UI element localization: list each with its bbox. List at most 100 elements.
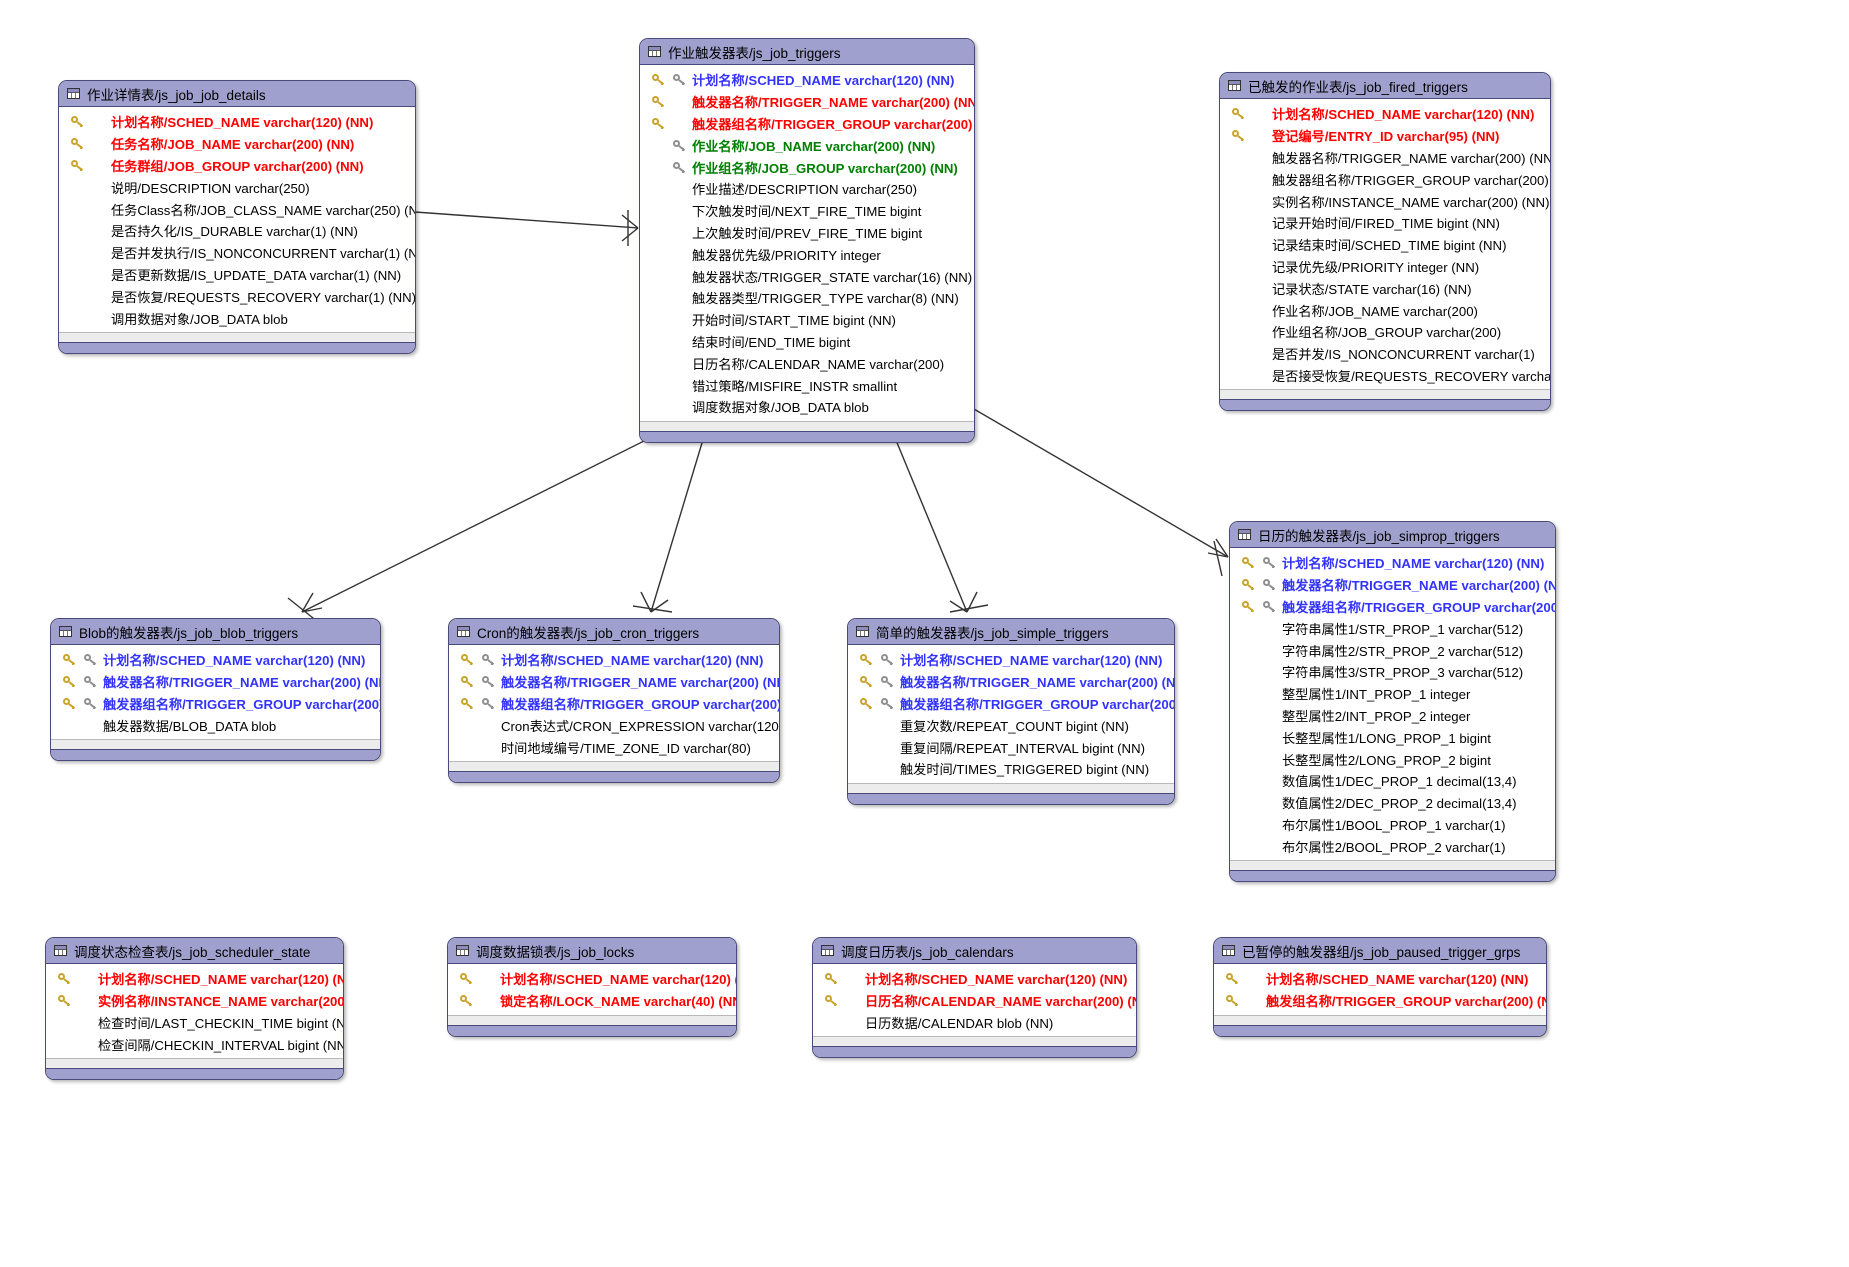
attribute-row[interactable]: 是否并发执行/IS_NONCONCURRENT varchar(1) (NN) [59, 242, 415, 264]
attribute-row[interactable]: 锁定名称/LOCK_NAME varchar(40) (NN) [448, 990, 736, 1012]
attribute-row[interactable]: 字符串属性2/STR_PROP_2 varchar(512) [1230, 639, 1555, 661]
entity-js_job_job_details[interactable]: 作业详情表/js_job_job_details 计划名称/SCHED_NAME … [58, 80, 416, 354]
entity-header-js_job_blob_triggers[interactable]: Blob的触发器表/js_job_blob_triggers [51, 619, 380, 645]
attribute-row[interactable]: 计划名称/SCHED_NAME varchar(120) (NN) [51, 649, 380, 671]
relationship-triggers-to-simple[interactable] [892, 432, 989, 613]
entity-header-js_job_simple_triggers[interactable]: 简单的触发器表/js_job_simple_triggers [848, 619, 1174, 645]
attribute-row[interactable]: 作业名称/JOB_NAME varchar(200) (NN) [640, 134, 974, 156]
attribute-row[interactable]: 字符串属性3/STR_PROP_3 varchar(512) [1230, 661, 1555, 683]
entity-js_job_simprop_triggers[interactable]: 日历的触发器表/js_job_simprop_triggers 计划名称/SCHE… [1229, 521, 1556, 883]
attribute-row[interactable]: 下次触发时间/NEXT_FIRE_TIME bigint [640, 200, 974, 222]
attribute-row[interactable]: 任务Class名称/JOB_CLASS_NAME varchar(250) (N… [59, 198, 415, 220]
attribute-row[interactable]: 记录优先级/PRIORITY integer (NN) [1220, 256, 1550, 278]
entity-js_job_scheduler_state[interactable]: 调度状态检查表/js_job_scheduler_state 计划名称/SCHED… [45, 937, 344, 1081]
attribute-row[interactable]: 记录状态/STATE varchar(16) (NN) [1220, 277, 1550, 299]
attribute-row[interactable]: 计划名称/SCHED_NAME varchar(120) (NN) [813, 968, 1136, 990]
entity-js_job_locks[interactable]: 调度数据锁表/js_job_locks 计划名称/SCHED_NAME varch… [447, 937, 737, 1037]
attribute-row[interactable]: 长整型属性2/LONG_PROP_2 bigint [1230, 748, 1555, 770]
attribute-row[interactable]: 调度数据对象/JOB_DATA blob [640, 396, 974, 418]
entity-header-js_job_calendars[interactable]: 调度日历表/js_job_calendars [813, 938, 1136, 964]
attribute-row[interactable]: 记录开始时间/FIRED_TIME bigint (NN) [1220, 212, 1550, 234]
attribute-row[interactable]: 是否并发/IS_NONCONCURRENT varchar(1) [1220, 343, 1550, 365]
attribute-row[interactable]: 触发器数据/BLOB_DATA blob [51, 714, 380, 736]
attribute-row[interactable]: 字符串属性1/STR_PROP_1 varchar(512) [1230, 617, 1555, 639]
entity-header-js_job_job_details[interactable]: 作业详情表/js_job_job_details [59, 81, 415, 107]
attribute-row[interactable]: 计划名称/SCHED_NAME varchar(120) (NN) [46, 968, 343, 990]
attribute-row[interactable]: 计划名称/SCHED_NAME varchar(120) (NN) [59, 111, 415, 133]
attribute-row[interactable]: 触发器组名称/TRIGGER_GROUP varchar(200) (NN) [848, 693, 1174, 715]
attribute-row[interactable]: 上次触发时间/PREV_FIRE_TIME bigint [640, 222, 974, 244]
entity-header-js_job_scheduler_state[interactable]: 调度状态检查表/js_job_scheduler_state [46, 938, 343, 964]
entity-js_job_paused_trigger_grps[interactable]: 已暂停的触发器组/js_job_paused_trigger_grps 计划名称/… [1213, 937, 1547, 1037]
attribute-row[interactable]: 触发器组名称/TRIGGER_GROUP varchar(200) (NN) [640, 113, 974, 135]
attribute-row[interactable]: 是否恢复/REQUESTS_RECOVERY varchar(1) (NN) [59, 285, 415, 307]
attribute-row[interactable]: 登记编号/ENTRY_ID varchar(95) (NN) [1220, 125, 1550, 147]
entity-js_job_cron_triggers[interactable]: Cron的触发器表/js_job_cron_triggers 计划名称/SCHED… [448, 618, 780, 783]
relationship-triggers-to-blob[interactable] [287, 432, 661, 623]
attribute-row[interactable]: 计划名称/SCHED_NAME varchar(120) (NN) [448, 968, 736, 990]
attribute-row[interactable]: 记录结束时间/SCHED_TIME bigint (NN) [1220, 234, 1550, 256]
attribute-row[interactable]: 整型属性2/INT_PROP_2 integer [1230, 705, 1555, 727]
attribute-row[interactable]: 布尔属性1/BOOL_PROP_1 varchar(1) [1230, 814, 1555, 836]
attribute-row[interactable]: 触发器组名称/TRIGGER_GROUP varchar(200) (NN) [1230, 596, 1555, 618]
entity-header-js_job_fired_triggers[interactable]: 已触发的作业表/js_job_fired_triggers [1220, 73, 1550, 99]
attribute-row[interactable]: 说明/DESCRIPTION varchar(250) [59, 176, 415, 198]
attribute-row[interactable]: 日历数据/CALENDAR blob (NN) [813, 1012, 1136, 1034]
attribute-row[interactable]: 是否更新数据/IS_UPDATE_DATA varchar(1) (NN) [59, 264, 415, 286]
entity-js_job_blob_triggers[interactable]: Blob的触发器表/js_job_blob_triggers 计划名称/SCHED… [50, 618, 381, 762]
entity-header-js_job_paused_trigger_grps[interactable]: 已暂停的触发器组/js_job_paused_trigger_grps [1214, 938, 1546, 964]
attribute-row[interactable]: 计划名称/SCHED_NAME varchar(120) (NN) [1214, 968, 1546, 990]
attribute-row[interactable]: 重复间隔/REPEAT_INTERVAL bigint (NN) [848, 736, 1174, 758]
attribute-row[interactable]: 数值属性2/DEC_PROP_2 decimal(13,4) [1230, 792, 1555, 814]
attribute-row[interactable]: 检查时间/LAST_CHECKIN_TIME bigint (NN) [46, 1012, 343, 1034]
entity-js_job_simple_triggers[interactable]: 简单的触发器表/js_job_simple_triggers 计划名称/SCHED… [847, 618, 1175, 805]
attribute-row[interactable]: 计划名称/SCHED_NAME varchar(120) (NN) [1230, 552, 1555, 574]
attribute-row[interactable]: Cron表达式/CRON_EXPRESSION varchar(120) (NN… [449, 714, 779, 736]
entity-header-js_job_simprop_triggers[interactable]: 日历的触发器表/js_job_simprop_triggers [1230, 522, 1555, 548]
attribute-row[interactable]: 错过策略/MISFIRE_INSTR smallint [640, 374, 974, 396]
attribute-row[interactable]: 触发器名称/TRIGGER_NAME varchar(200) (NN) [1220, 147, 1550, 169]
attribute-row[interactable]: 实例名称/INSTANCE_NAME varchar(200) (NN) [1220, 190, 1550, 212]
attribute-row[interactable]: 日历名称/CALENDAR_NAME varchar(200) (NN) [813, 990, 1136, 1012]
entity-js_job_triggers[interactable]: 作业触发器表/js_job_triggers 计划名称/SCHED_NAME va… [639, 38, 975, 443]
attribute-row[interactable]: 触发器组名称/TRIGGER_GROUP varchar(200) (NN) [51, 693, 380, 715]
attribute-row[interactable]: 任务名称/JOB_NAME varchar(200) (NN) [59, 133, 415, 155]
attribute-row[interactable]: 作业组名称/JOB_GROUP varchar(200) [1220, 321, 1550, 343]
attribute-row[interactable]: 触发器优先级/PRIORITY integer [640, 243, 974, 265]
attribute-row[interactable]: 日历名称/CALENDAR_NAME varchar(200) [640, 352, 974, 374]
attribute-row[interactable]: 长整型属性1/LONG_PROP_1 bigint [1230, 726, 1555, 748]
attribute-row[interactable]: 触发器名称/TRIGGER_NAME varchar(200) (NN) [640, 91, 974, 113]
attribute-row[interactable]: 作业组名称/JOB_GROUP varchar(200) (NN) [640, 156, 974, 178]
attribute-row[interactable]: 作业名称/JOB_NAME varchar(200) [1220, 299, 1550, 321]
attribute-row[interactable]: 触发器名称/TRIGGER_NAME varchar(200) (NN) [51, 671, 380, 693]
attribute-row[interactable]: 是否持久化/IS_DURABLE varchar(1) (NN) [59, 220, 415, 242]
attribute-row[interactable]: 计划名称/SCHED_NAME varchar(120) (NN) [449, 649, 779, 671]
attribute-row[interactable]: 触发器名称/TRIGGER_NAME varchar(200) (NN) [449, 671, 779, 693]
entity-header-js_job_locks[interactable]: 调度数据锁表/js_job_locks [448, 938, 736, 964]
attribute-row[interactable]: 触发器组名称/TRIGGER_GROUP varchar(200) (NN) [449, 693, 779, 715]
attribute-row[interactable]: 检查间隔/CHECKIN_INTERVAL bigint (NN) [46, 1033, 343, 1055]
relationship-triggers-to-cron[interactable] [632, 432, 706, 613]
entity-header-js_job_cron_triggers[interactable]: Cron的触发器表/js_job_cron_triggers [449, 619, 779, 645]
attribute-row[interactable]: 实例名称/INSTANCE_NAME varchar(200) (NN) [46, 990, 343, 1012]
attribute-row[interactable]: 触发时间/TIMES_TRIGGERED bigint (NN) [848, 758, 1174, 780]
attribute-row[interactable]: 触发器组名称/TRIGGER_GROUP varchar(200) (NN) [1220, 168, 1550, 190]
entity-header-js_job_triggers[interactable]: 作业触发器表/js_job_triggers [640, 39, 974, 65]
attribute-row[interactable]: 数值属性1/DEC_PROP_1 decimal(13,4) [1230, 770, 1555, 792]
attribute-row[interactable]: 触发组名称/TRIGGER_GROUP varchar(200) (NN) [1214, 990, 1546, 1012]
attribute-row[interactable]: 计划名称/SCHED_NAME varchar(120) (NN) [848, 649, 1174, 671]
attribute-row[interactable]: 整型属性1/INT_PROP_1 integer [1230, 683, 1555, 705]
attribute-row[interactable]: 触发器类型/TRIGGER_TYPE varchar(8) (NN) [640, 287, 974, 309]
attribute-row[interactable]: 触发器名称/TRIGGER_NAME varchar(200) (NN) [848, 671, 1174, 693]
attribute-row[interactable]: 作业描述/DESCRIPTION varchar(250) [640, 178, 974, 200]
attribute-row[interactable]: 布尔属性2/BOOL_PROP_2 varchar(1) [1230, 835, 1555, 857]
attribute-row[interactable]: 开始时间/START_TIME bigint (NN) [640, 309, 974, 331]
attribute-row[interactable]: 触发器状态/TRIGGER_STATE varchar(16) (NN) [640, 265, 974, 287]
attribute-row[interactable]: 计划名称/SCHED_NAME varchar(120) (NN) [1220, 103, 1550, 125]
attribute-row[interactable]: 结束时间/END_TIME bigint [640, 331, 974, 353]
attribute-row[interactable]: 重复次数/REPEAT_COUNT bigint (NN) [848, 714, 1174, 736]
attribute-row[interactable]: 调用数据对象/JOB_DATA blob [59, 307, 415, 329]
attribute-row[interactable]: 计划名称/SCHED_NAME varchar(120) (NN) [640, 69, 974, 91]
attribute-row[interactable]: 触发器名称/TRIGGER_NAME varchar(200) (NN) [1230, 574, 1555, 596]
attribute-row[interactable]: 时间地域编号/TIME_ZONE_ID varchar(80) [449, 736, 779, 758]
